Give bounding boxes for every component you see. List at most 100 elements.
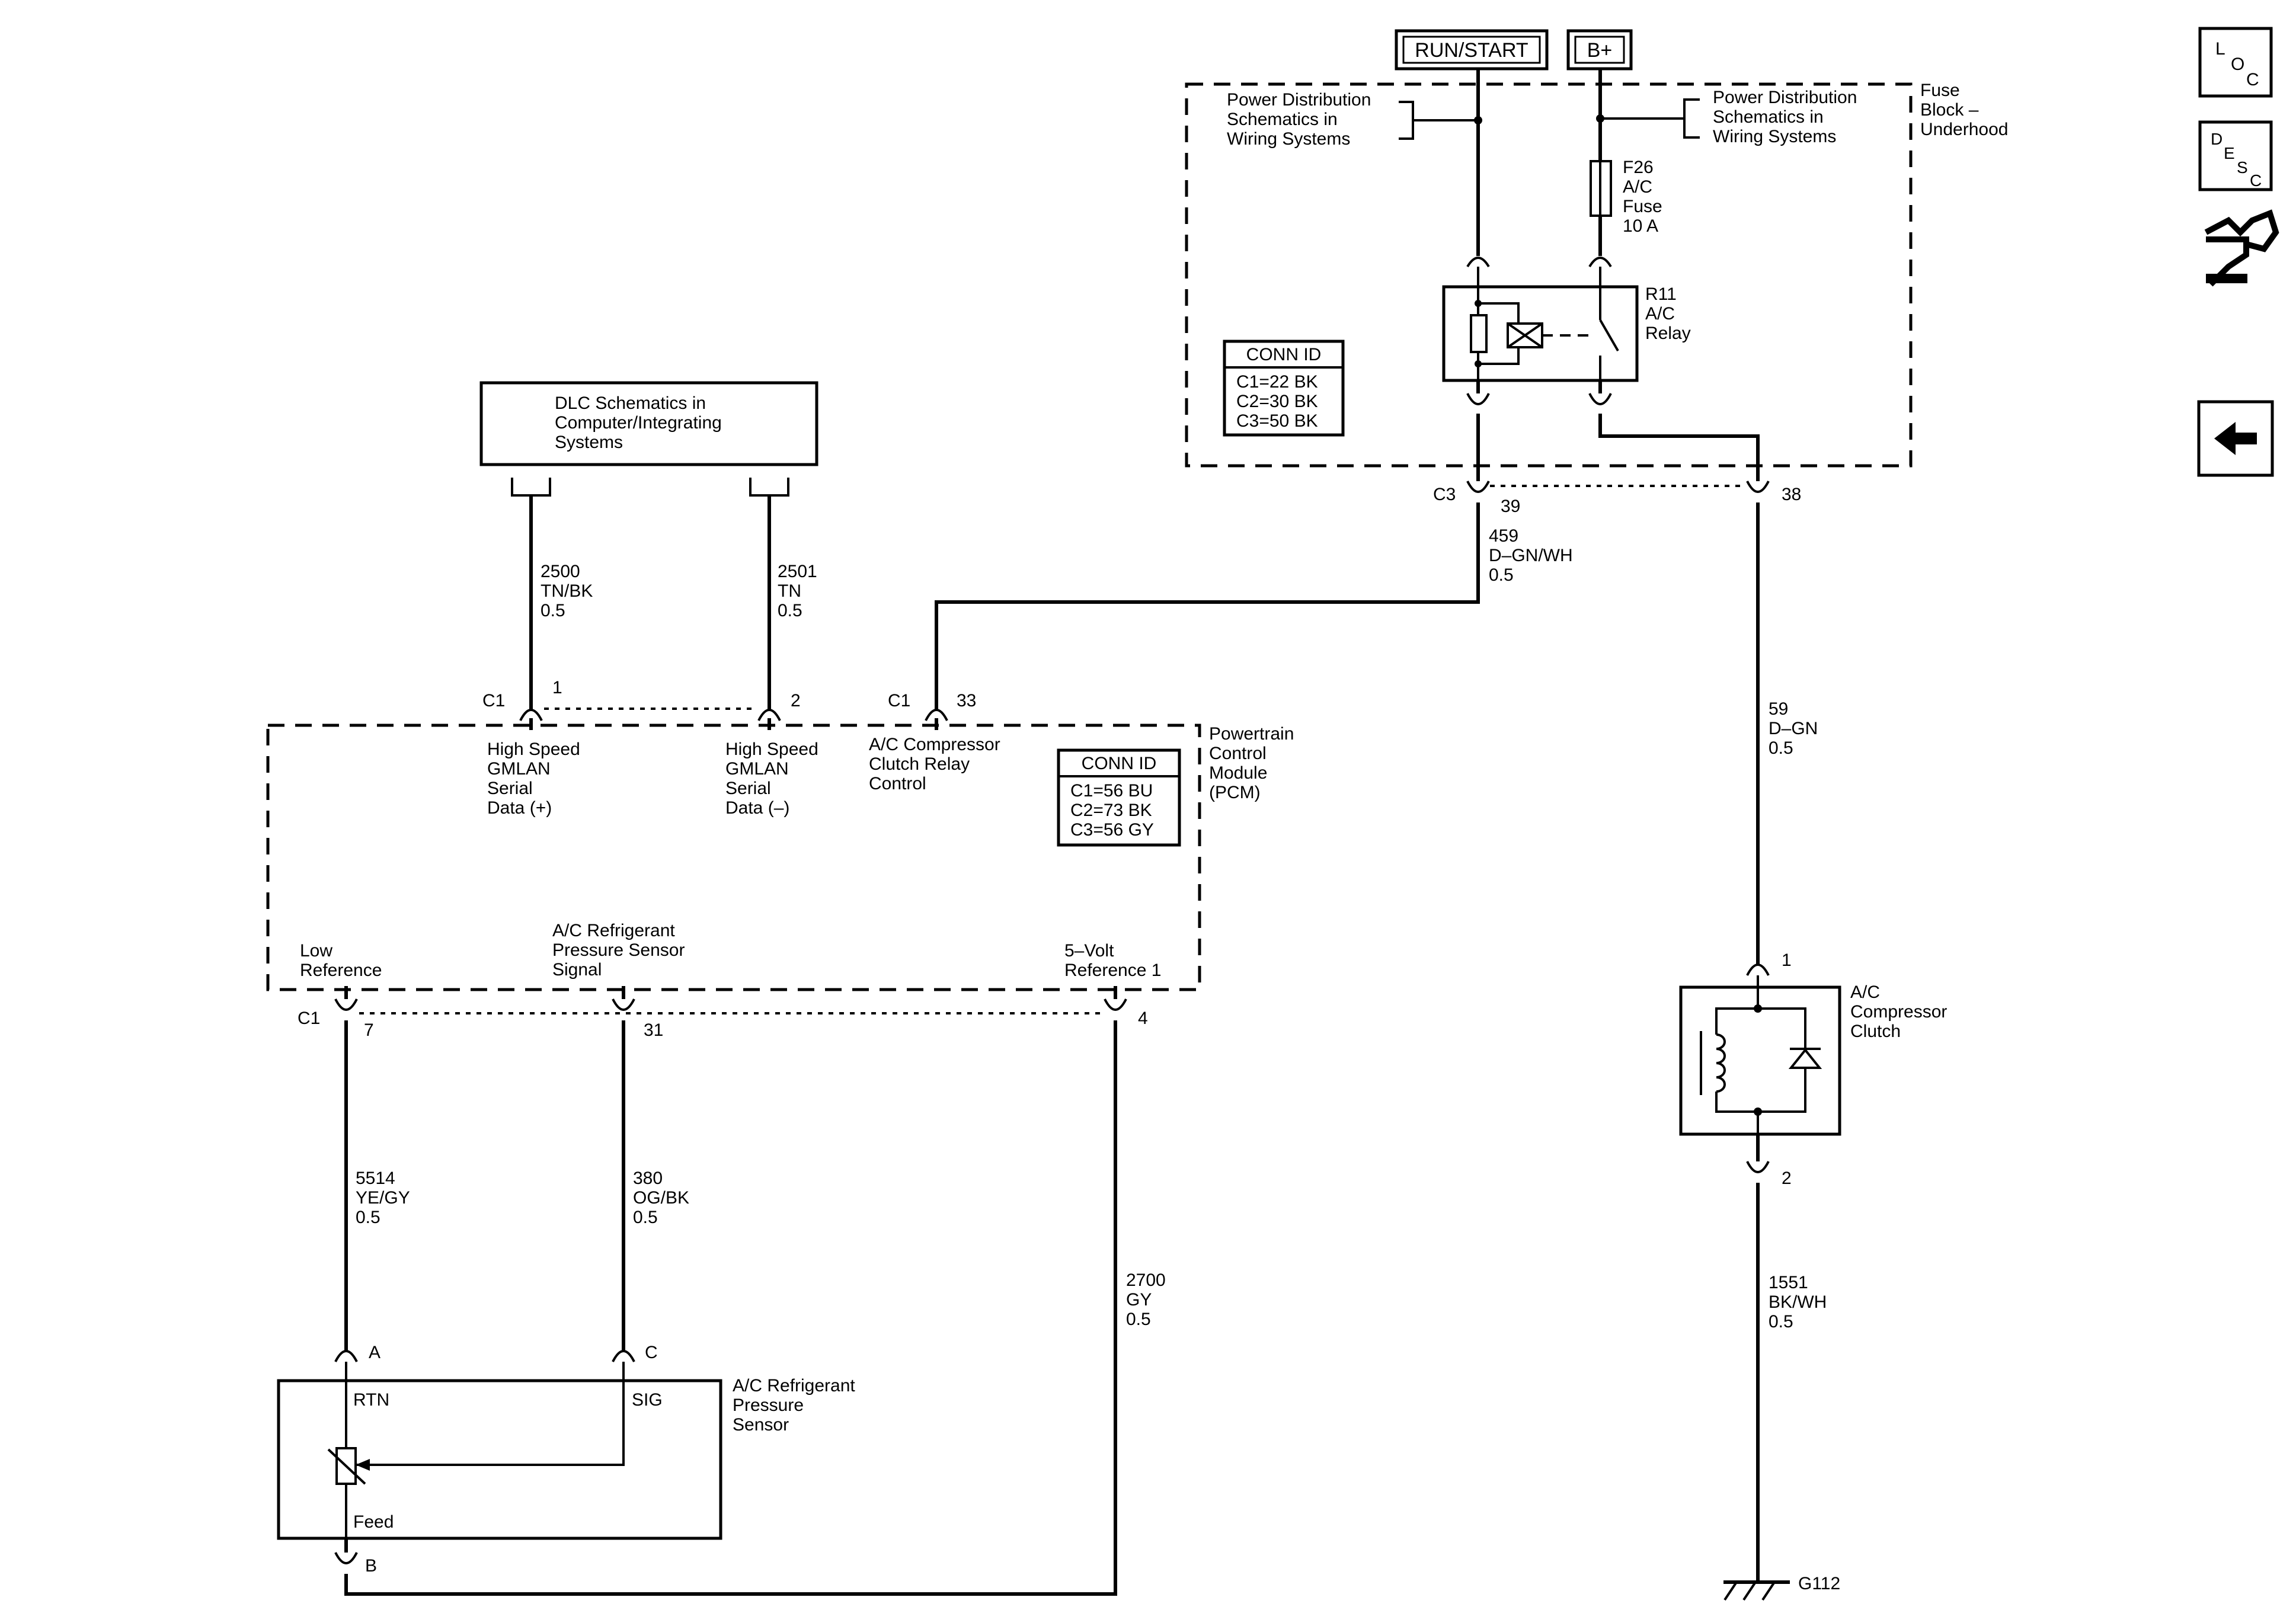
dlc-reference[interactable]: DLC Schematics in Computer/Integrating S… (479, 381, 818, 466)
relay-resistor (1470, 314, 1488, 353)
b-plus-source[interactable]: B+ (1566, 29, 1633, 71)
connector-icon (334, 1350, 358, 1362)
conn-id-line: C1=56 BU (1070, 781, 1153, 801)
conn-id-line: C1=22 BK (1236, 372, 1318, 392)
relay-label: R11 A/C Relay (1645, 284, 1691, 343)
pcm-hs-plus-label: High Speed GMLAN Serial Data (+) (487, 740, 580, 818)
fuse-block-title-line: Block – (1920, 100, 1979, 120)
desc-letter: E (2224, 144, 2235, 162)
wire-label: 2501 (778, 562, 817, 581)
connector-icon (519, 709, 543, 721)
wire-label: 0.5 (1489, 565, 1514, 585)
connector-icon (1466, 393, 1490, 405)
connector-icon (1104, 998, 1127, 1011)
fuse-block-conn-id: CONN ID C1=22 BK C2=30 BK C3=50 BK (1223, 340, 1345, 437)
connector-icon (925, 709, 948, 721)
dlc-title-line: DLC Schematics in (555, 393, 706, 413)
pin-desc-line: GMLAN (487, 759, 551, 779)
wire-label: BK/WH (1769, 1292, 1827, 1312)
ac-pressure-sensor[interactable]: RTN SIG Feed (277, 1362, 722, 1540)
wire-label: 0.5 (356, 1208, 380, 1227)
pin-desc-line: High Speed (725, 740, 818, 759)
pin-desc-line: Data (–) (725, 798, 789, 818)
pd-left-line: Wiring Systems (1227, 129, 1350, 149)
sensor-feed-label: Feed (353, 1512, 394, 1532)
wire-label: 459 (1489, 526, 1518, 546)
arrow-icon (356, 1459, 370, 1471)
relay-r11[interactable] (1442, 267, 1639, 382)
clutch-title: A/C Compressor Clutch (1850, 982, 1947, 1041)
wire-label: 1551 (1769, 1273, 1808, 1292)
sensor-title-line: A/C Refrigerant (733, 1376, 855, 1395)
back-arrow-icon[interactable] (2197, 400, 2274, 477)
pin-desc-line: Control (869, 774, 926, 793)
connector-tool-icon[interactable] (2204, 209, 2279, 287)
connector-icon (1746, 1161, 1770, 1173)
ac-compressor-clutch[interactable] (1679, 975, 1841, 1136)
wire-label: YE/GY (356, 1188, 410, 1208)
pin-label: B (365, 1556, 377, 1576)
pin-label: C (645, 1343, 658, 1362)
desc-icon[interactable]: D E S C (2198, 120, 2273, 191)
desc-letter: S (2237, 158, 2248, 177)
pcm-title-line: Powertrain (1209, 724, 1294, 744)
connector-icon (612, 1350, 635, 1362)
pcm-sensor-signal-label: A/C Refrigerant Pressure Sensor Signal (552, 921, 685, 980)
desc-letter: D (2211, 130, 2223, 148)
sensor-title-line: Pressure (733, 1395, 804, 1415)
connector-icon (1466, 481, 1490, 493)
pd-right-ref[interactable]: Power Distribution Schematics in Wiring … (1713, 88, 1857, 146)
loc-icon[interactable]: L O C (2198, 27, 2273, 98)
fuse-block-title-line: Fuse (1920, 81, 1960, 100)
pin-desc-line: Serial (725, 779, 771, 798)
relay-output-wire (1598, 414, 1760, 481)
pin-desc-line: A/C Refrigerant (552, 921, 675, 940)
wire-label: 5514 (356, 1169, 395, 1188)
clutch-title-line: A/C (1850, 982, 1880, 1002)
connector-icon (757, 709, 781, 721)
pd-right-line: Schematics in (1713, 107, 1824, 127)
pin-label: 38 (1782, 485, 1801, 504)
wire-label: D–GN/WH (1489, 546, 1573, 565)
pin-label: 7 (364, 1020, 374, 1040)
pin-label: 1 (552, 678, 562, 697)
wire-label: 0.5 (1769, 738, 1793, 758)
clutch-title-line: Clutch (1850, 1022, 1901, 1041)
pcm-outline (266, 724, 1201, 991)
pin-desc-line: Serial (487, 779, 533, 798)
pin-desc-line: 5–Volt (1064, 941, 1114, 961)
pin-label: 2 (1782, 1169, 1792, 1188)
conn-id-title: CONN ID (1082, 754, 1157, 773)
relay-label-line: Relay (1645, 324, 1691, 343)
wire-label: 2700 (1126, 1270, 1166, 1290)
pin-desc-line: Reference 1 (1064, 961, 1161, 980)
pin-desc-line: GMLAN (725, 759, 789, 779)
relay-switch (1599, 319, 1619, 351)
connector-icon (749, 478, 789, 497)
fuse-label: F26 A/C Fuse 10 A (1623, 158, 1662, 236)
pin-label: 39 (1501, 497, 1520, 516)
run-start-source[interactable]: RUN/START (1395, 29, 1549, 71)
pcm-title-line: (PCM) (1209, 783, 1261, 802)
pin-label: 1 (1782, 950, 1792, 970)
desc-letter: C (2250, 171, 2262, 190)
dlc-title-line: Computer/Integrating (555, 413, 722, 433)
sensor-title-line: Sensor (733, 1415, 789, 1435)
pd-bracket-right (1683, 98, 1700, 139)
pin-desc-line: Pressure Sensor (552, 940, 685, 960)
pd-left-ref[interactable]: Power Distribution Schematics in Wiring … (1227, 90, 1371, 149)
pin-label: 33 (957, 691, 976, 710)
dlc-title-line: Systems (555, 433, 623, 452)
wire-label: TN/BK (541, 581, 593, 601)
run-start-label: RUN/START (1415, 39, 1528, 62)
wire-label: GY (1126, 1290, 1152, 1310)
pin-label: 4 (1138, 1009, 1148, 1028)
pcm-clutch-relay-label: A/C Compressor Clutch Relay Control (869, 735, 1000, 793)
connector-icon (1588, 393, 1612, 405)
pd-left-line: Power Distribution (1227, 90, 1371, 110)
connector-icon (612, 998, 635, 1011)
clutch-title-line: Compressor (1850, 1002, 1947, 1022)
fuse-label-line: Fuse (1623, 197, 1662, 216)
pin-desc-line: Clutch Relay (869, 754, 970, 774)
